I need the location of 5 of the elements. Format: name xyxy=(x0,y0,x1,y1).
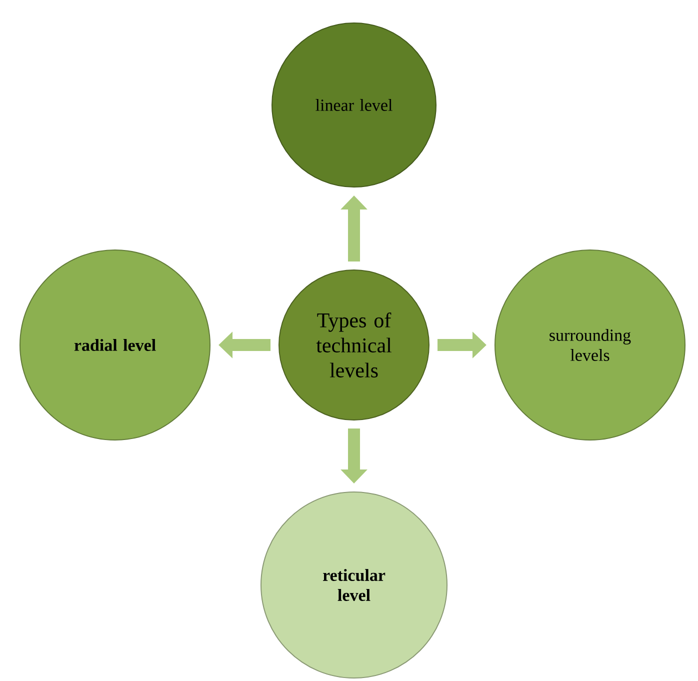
circle-node: linear level xyxy=(272,22,436,188)
circle-node: reticular level xyxy=(260,492,448,678)
circle-node: radial level xyxy=(20,250,210,440)
circle-node: surrounding levels xyxy=(494,250,686,440)
circle-node: Types of technical levels xyxy=(278,270,430,420)
